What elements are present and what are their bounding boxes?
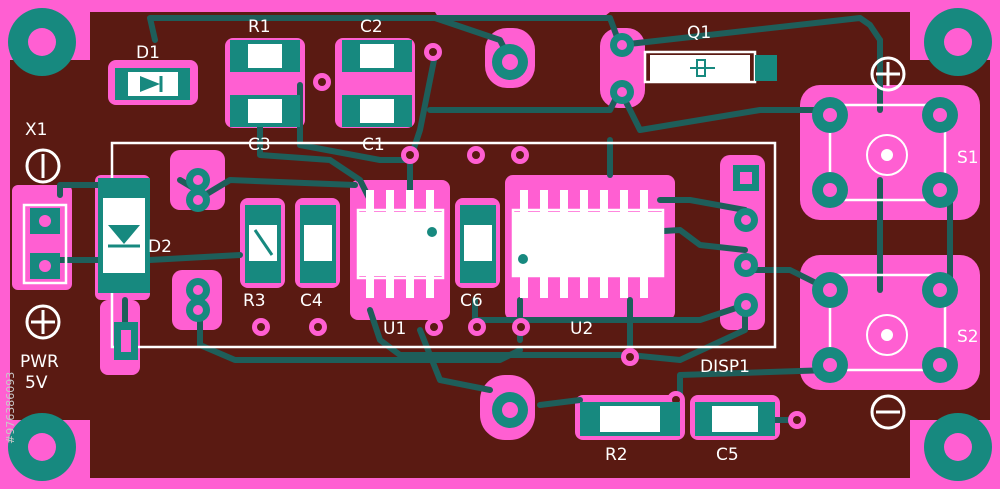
label-c6: C6 <box>460 291 483 311</box>
stock-id: #976386093 <box>4 372 17 444</box>
label-c4: C4 <box>300 291 323 311</box>
label-x1: X1 <box>25 120 47 140</box>
crystal-q1 <box>650 55 777 81</box>
label-pwr: PWR <box>20 352 59 372</box>
label-r2: R2 <box>605 445 628 465</box>
label-u2: U2 <box>570 319 593 339</box>
label-q1: Q1 <box>687 23 711 43</box>
label-c2: C2 <box>360 17 383 37</box>
ic-chips <box>357 190 663 298</box>
mounting-holes <box>8 8 992 481</box>
label-r1: R1 <box>248 17 271 37</box>
connector-x1 <box>30 208 60 279</box>
label-u1: U1 <box>383 319 406 339</box>
label-d2: D2 <box>148 237 172 257</box>
label-s2: S2 <box>957 327 979 347</box>
polarity-symbols <box>25 56 906 430</box>
label-c3: C3 <box>248 135 271 155</box>
component-labels: D1 R1 C2 Q1 C3 C1 X1 D2 R3 C4 C6 U1 U2 S… <box>20 17 979 465</box>
tactile-switches <box>866 134 908 356</box>
th-pads <box>114 33 958 428</box>
label-disp1: DISP1 <box>700 357 750 377</box>
label-d1: D1 <box>136 43 160 63</box>
label-r3: R3 <box>243 291 266 311</box>
label-c5: C5 <box>716 445 739 465</box>
smd-components <box>98 40 775 436</box>
label-c1: C1 <box>362 135 385 155</box>
label-s1: S1 <box>957 148 979 168</box>
label-5v: 5V <box>25 373 48 393</box>
